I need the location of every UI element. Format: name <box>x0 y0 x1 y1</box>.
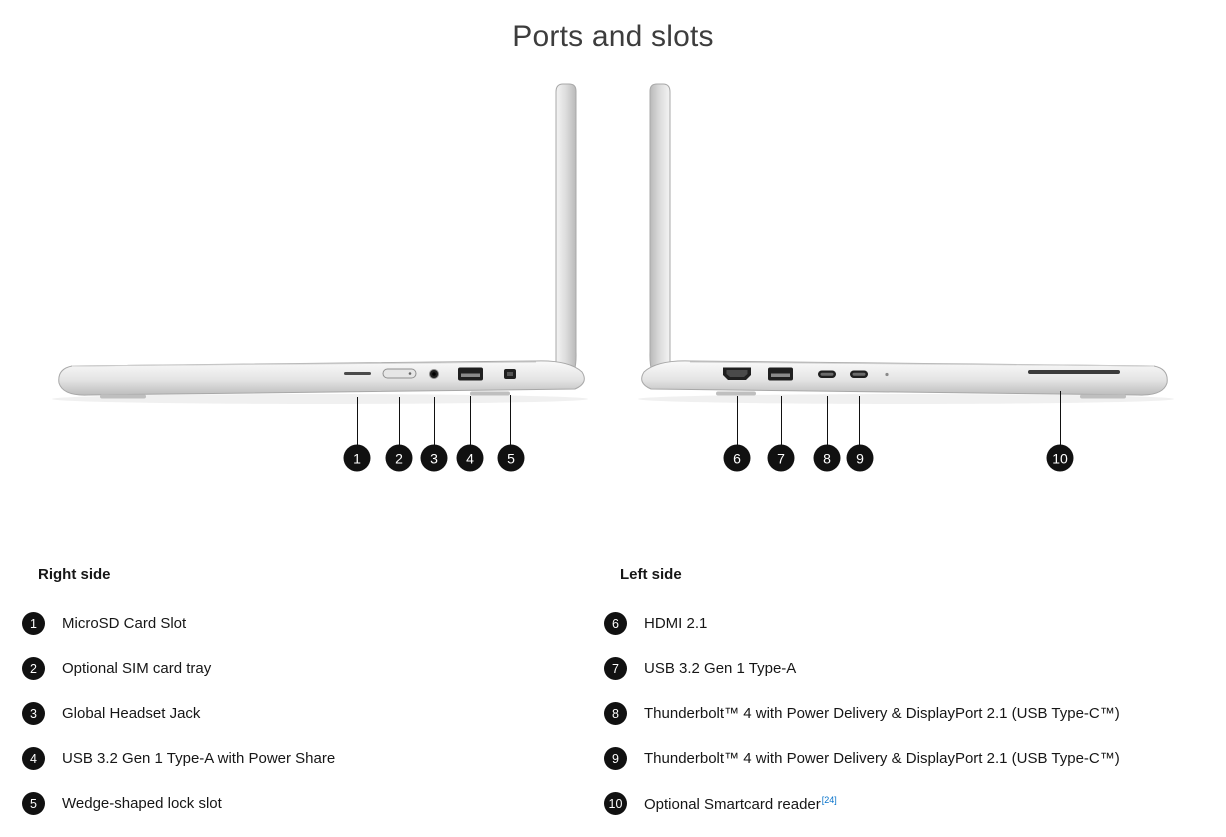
port-headset-jack-icon <box>429 369 439 379</box>
port-usb-a-icon <box>458 367 483 381</box>
item-number-badge: 3 <box>22 702 45 725</box>
item-label: Optional Smartcard reader[24] <box>644 795 837 813</box>
diagram-callout-3: 3 <box>420 444 448 472</box>
port-sim-tray-icon <box>382 368 417 379</box>
port-usb-c-icon <box>818 370 836 378</box>
item-label: HDMI 2.1 <box>644 615 708 632</box>
port-microsd-slot-icon <box>344 372 371 375</box>
diagram-callout-10: 10 <box>1046 444 1074 472</box>
page-title: Ports and slots <box>512 20 714 53</box>
item-number-badge: 8 <box>604 702 627 725</box>
legend-heading-right-side: Right side <box>38 566 111 583</box>
port-lock-slot-icon <box>504 369 516 379</box>
diagram-callout-7: 7 <box>767 444 795 472</box>
diagram-callout-4: 4 <box>456 444 484 472</box>
item-number-badge: 10 <box>604 792 627 815</box>
smartcard-footnote-link[interactable]: [24] <box>821 794 837 805</box>
item-number-badge: 4 <box>22 747 45 770</box>
legend-item-2: 2 Optional SIM card tray <box>22 657 211 680</box>
rubber-foot <box>100 394 146 399</box>
legend-item-7: 7 USB 3.2 Gen 1 Type-A <box>604 657 796 680</box>
base-top-edge <box>71 361 537 367</box>
diagram-callout-6: 6 <box>723 444 751 472</box>
diagram-callout-5: 5 <box>497 444 525 472</box>
laptop-screen <box>555 83 577 388</box>
item-number-badge: 5 <box>22 792 45 815</box>
laptop-shadow <box>638 394 1174 404</box>
legend-item-1: 1 MicroSD Card Slot <box>22 612 186 635</box>
laptop-left-side-view <box>638 83 1174 445</box>
legend-item-4: 4 USB 3.2 Gen 1 Type-A with Power Share <box>22 747 335 770</box>
legend-item-3: 3 Global Headset Jack <box>22 702 200 725</box>
diagram-callout-9: 9 <box>846 444 874 472</box>
item-label: Wedge-shaped lock slot <box>62 795 222 812</box>
callout-lines <box>737 391 1061 445</box>
item-label: USB 3.2 Gen 1 Type-A with Power Share <box>62 750 336 767</box>
laptop-base <box>58 360 585 396</box>
diagram-callout-1: 1 <box>343 444 371 472</box>
callout-lines <box>357 395 511 445</box>
item-label: USB 3.2 Gen 1 Type-A <box>644 660 797 677</box>
port-usb-a-icon <box>768 367 793 381</box>
item-number-badge: 7 <box>604 657 627 680</box>
port-hdmi-icon <box>723 367 751 380</box>
base-top-edge <box>689 361 1155 367</box>
diagram-callout-2: 2 <box>385 444 413 472</box>
legend-item-10: 10 Optional Smartcard reader[24] <box>604 792 837 815</box>
laptop-base <box>641 360 1168 396</box>
rubber-foot <box>716 391 756 396</box>
item-number-badge: 2 <box>22 657 45 680</box>
item-label-text: Optional Smartcard reader <box>644 795 821 813</box>
item-label: MicroSD Card Slot <box>62 615 187 632</box>
diagram-callout-8: 8 <box>813 444 841 472</box>
item-label: Global Headset Jack <box>62 705 201 722</box>
item-label: Thunderbolt™ 4 with Power Delivery & Dis… <box>644 705 1120 722</box>
laptop-right-side-view <box>52 83 588 445</box>
item-number-badge: 6 <box>604 612 627 635</box>
legend-item-5: 5 Wedge-shaped lock slot <box>22 792 222 815</box>
port-usb-c-icon <box>850 370 868 378</box>
port-smartcard-slot-icon <box>1028 370 1120 374</box>
laptop-diagram-art <box>52 83 1174 445</box>
item-label: Optional SIM card tray <box>62 660 212 677</box>
legend-item-9: 9 Thunderbolt™ 4 with Power Delivery & D… <box>604 747 1120 770</box>
laptop-screen <box>649 83 671 388</box>
item-number-badge: 9 <box>604 747 627 770</box>
item-number-badge: 1 <box>22 612 45 635</box>
rubber-foot <box>1080 394 1126 399</box>
legend-item-8: 8 Thunderbolt™ 4 with Power Delivery & D… <box>604 702 1120 725</box>
laptop-shadow <box>52 394 588 404</box>
legend-heading-left-side: Left side <box>620 566 682 583</box>
rubber-foot <box>470 391 510 396</box>
legend-item-6: 6 HDMI 2.1 <box>604 612 707 635</box>
item-label: Thunderbolt™ 4 with Power Delivery & Dis… <box>644 750 1120 767</box>
status-led-icon <box>885 372 889 377</box>
